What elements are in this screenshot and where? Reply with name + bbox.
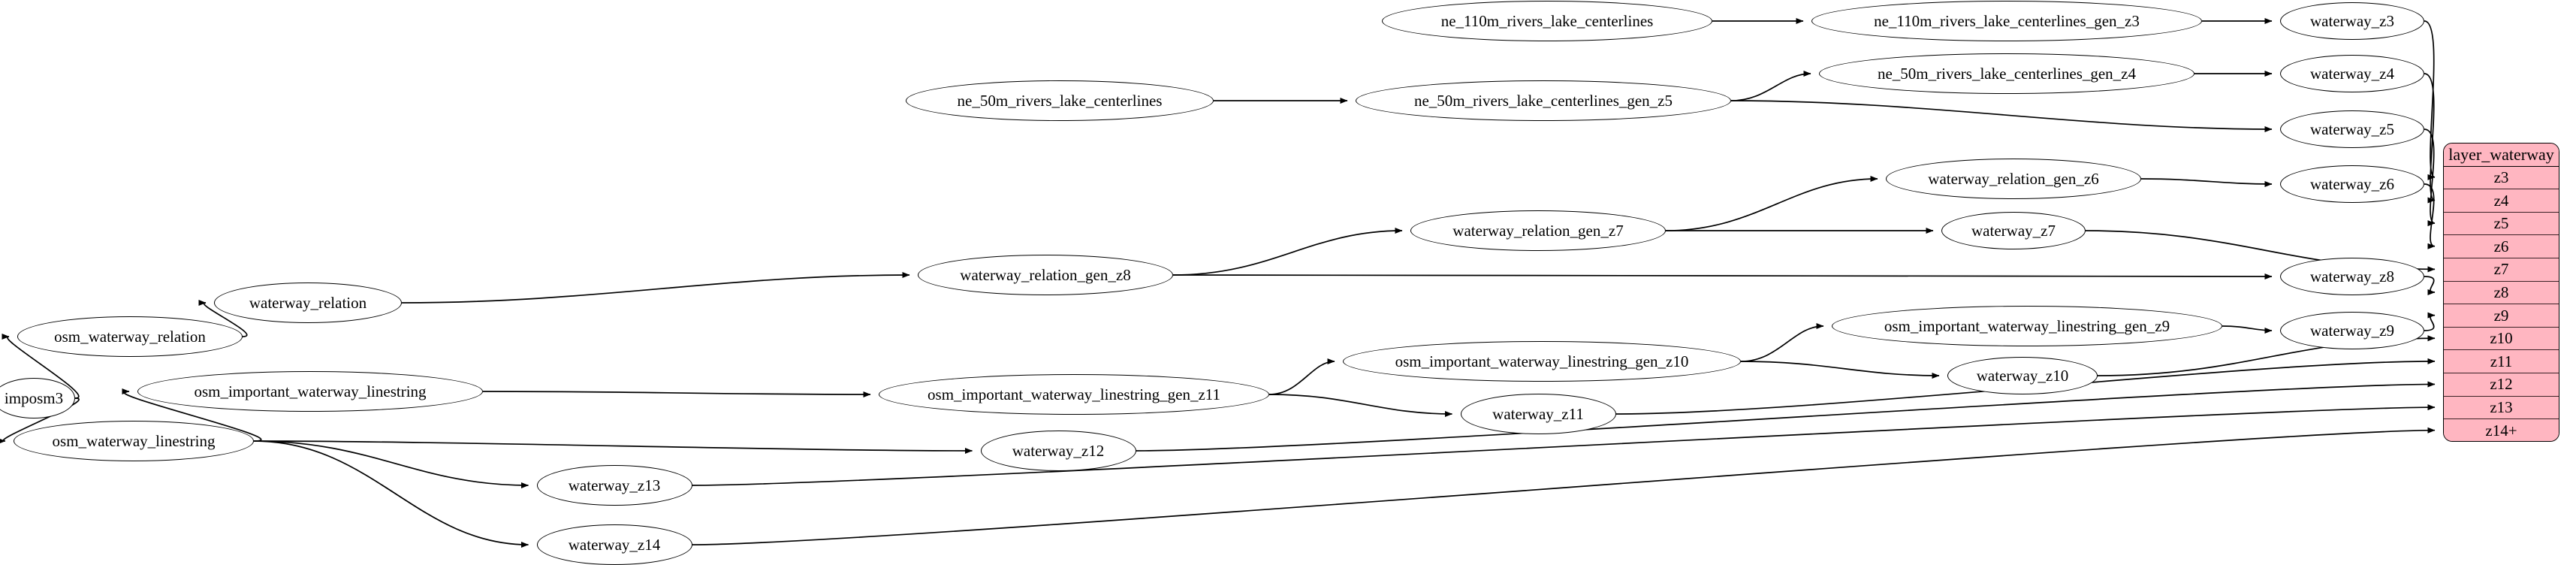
graph-edge [2140,178,2273,187]
graph-node-waterway-z6[interactable]: waterway_z6 [2280,165,2424,203]
legend-row-z9[interactable]: z9 [2444,304,2559,328]
graph-node-ne-50m-rivers-lake-centerlines-gen-z4[interactable]: ne_50m_rivers_lake_centerlines_gen_z4 [1819,53,2194,94]
graph-node-waterway-relation-gen-z7[interactable]: waterway_relation_gen_z7 [1410,210,1666,251]
graph-node-osm-waterway-relation[interactable]: osm_waterway_relation [17,316,243,357]
graph-edge [2424,128,2436,227]
graph-edge [692,404,2436,486]
graph-node-osm-waterway-linestring[interactable]: osm_waterway_linestring [14,421,254,461]
legend-row-z13[interactable]: z13 [2444,396,2559,420]
graph-edge [1740,361,1940,379]
legend-row-z12[interactable]: z12 [2444,373,2559,397]
legend-row-z8[interactable]: z8 [2444,281,2559,305]
graph-node-osm-important-waterway-linestring-gen-z9[interactable]: osm_important_waterway_linestring_gen_z9 [1832,306,2222,346]
graph-node-waterway-z7[interactable]: waterway_z7 [1941,212,2086,249]
graph-node-waterway-relation-gen-z6[interactable]: waterway_relation_gen_z6 [1886,159,2141,199]
graph-node-waterway-z13[interactable]: waterway_z13 [536,465,692,506]
legend-row-z5[interactable]: z5 [2444,212,2559,236]
graph-edge [198,300,248,337]
graph-edge [2222,325,2273,334]
graph-node-osm-important-waterway-linestring[interactable]: osm_important_waterway_linestring [137,371,483,412]
graph-node-waterway-z10[interactable]: waterway_z10 [1947,357,2098,394]
graph-edge [1730,71,1811,101]
graph-edge [1172,228,1403,276]
graph-edge [692,427,2436,545]
graph-node-ne-110m-rivers-lake-centerlines-gen-z3[interactable]: ne_110m_rivers_lake_centerlines_gen_z3 [1811,1,2202,41]
graph-edge [253,440,529,548]
graph-edge [2424,276,2436,295]
graph-node-waterway-z14[interactable]: waterway_z14 [536,524,692,565]
graph-node-ne-50m-rivers-lake-centerlines[interactable]: ne_50m_rivers_lake_centerlines [906,80,1214,121]
graph-node-waterway-z4[interactable]: waterway_z4 [2280,55,2424,92]
graph-node-osm-important-waterway-linestring-gen-z11[interactable]: osm_important_waterway_linestring_gen_z1… [879,374,1269,415]
legend-header: layer_waterway [2444,144,2559,167]
legend-row-z4[interactable]: z4 [2444,189,2559,213]
legend-row-z10[interactable]: z10 [2444,327,2559,351]
graph-edge [253,440,529,488]
graph-node-waterway-z9[interactable]: waterway_z9 [2280,312,2424,349]
legend-row-z7[interactable]: z7 [2444,258,2559,282]
graph-edge [1268,394,1452,417]
graph-edge [0,397,80,444]
legend-row-z11[interactable]: z11 [2444,350,2559,374]
graph-edge [1268,358,1335,395]
graph-node-waterway-relation[interactable]: waterway_relation [214,282,402,323]
graph-edge [2424,312,2436,331]
legend-row-z14plus[interactable]: z14+ [2444,419,2559,441]
graph-edge [122,388,262,442]
legend-row-z6[interactable]: z6 [2444,235,2559,259]
graph-node-waterway-z3[interactable]: waterway_z3 [2280,2,2424,40]
graph-node-osm-important-waterway-linestring-gen-z10[interactable]: osm_important_waterway_linestring_gen_z1… [1343,341,1741,382]
graph-edge [2,334,80,399]
graph-node-waterway-z5[interactable]: waterway_z5 [2280,110,2424,148]
graph-node-waterway-z11[interactable]: waterway_z11 [1460,394,1616,434]
graph-edge [253,440,973,454]
graph-edge [1136,381,2436,452]
graph-edge [1665,176,1878,231]
graph-node-waterway-relation-gen-z8[interactable]: waterway_relation_gen_z8 [918,255,1173,295]
legend-row-z3[interactable]: z3 [2444,166,2559,190]
graph-node-waterway-z8[interactable]: waterway_z8 [2280,258,2424,295]
graph-edge [1730,100,2273,132]
graph-edge [401,272,910,304]
graph-edge [1740,323,1824,362]
graph-edge [482,391,871,397]
graph-edge [2424,73,2436,204]
graph-node-ne-50m-rivers-lake-centerlines-gen-z5[interactable]: ne_50m_rivers_lake_centerlines_gen_z5 [1356,80,1731,121]
graph-node-ne-110m-rivers-lake-centerlines[interactable]: ne_110m_rivers_lake_centerlines [1382,1,1712,41]
graph-node-imposm3[interactable]: imposm3 [0,378,75,418]
graph-edge [1172,273,2273,279]
graph-node-waterway-z12[interactable]: waterway_z12 [980,431,1136,471]
graph-edge [2424,183,2436,249]
